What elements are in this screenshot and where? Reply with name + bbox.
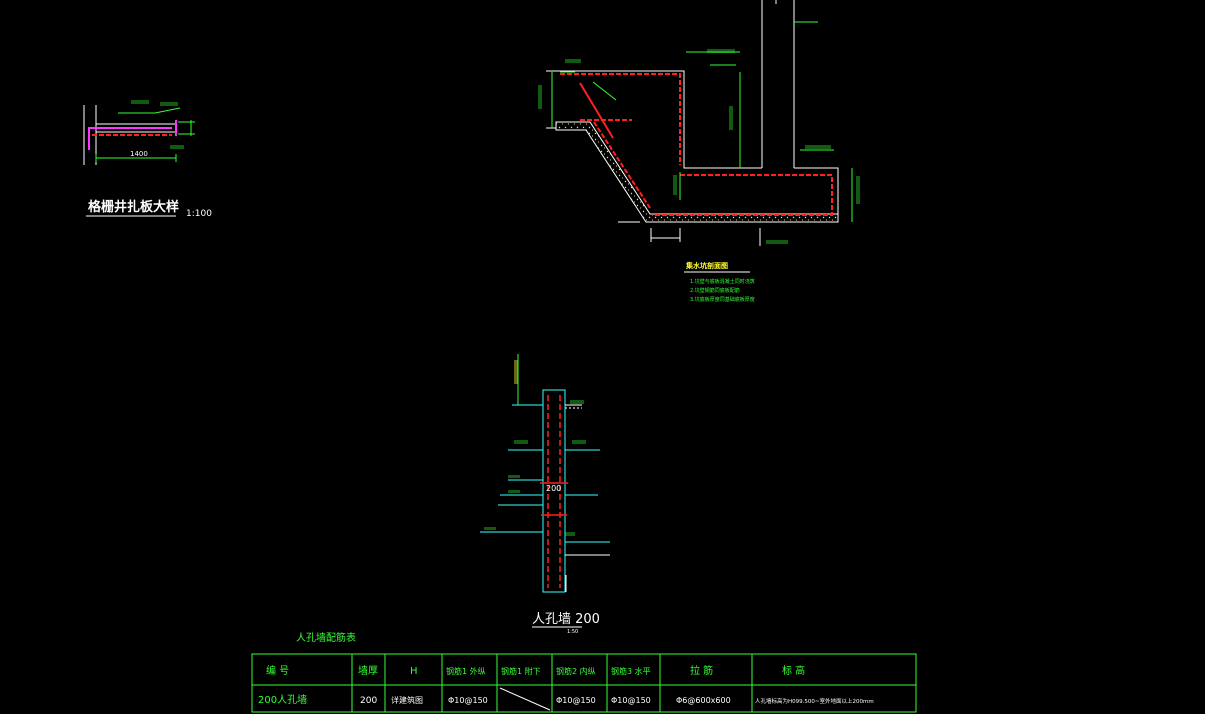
annotation-mark <box>707 49 735 53</box>
sump-note-2: 2.坑壁钢筋同底板配筋 <box>690 287 740 294</box>
annotation-mark <box>514 360 518 384</box>
manhole-section-title: 人孔墙 200 <box>532 612 600 627</box>
table-header-cell: 墙厚 <box>358 664 378 677</box>
annotation-mark <box>170 145 184 149</box>
table-header-cell: 钢筋1 附下 <box>501 666 541 676</box>
sump-notes-title: 集水坑剖面图 <box>685 261 728 270</box>
table-header-cell: 钢筋3 水平 <box>611 666 651 676</box>
rebar-line <box>579 82 614 139</box>
concrete-layer <box>555 121 839 223</box>
rebar-line <box>652 174 833 216</box>
sump-outline <box>546 70 762 169</box>
annotation-mark <box>131 100 149 104</box>
rebar-schedule: 人孔墙配筋表 编 号 墙厚 H 钢筋1 外纵 钢筋1 附下 钢筋2 内纵 钢筋3… <box>251 631 917 713</box>
annotation-mark <box>484 527 496 530</box>
annotation-mark <box>508 490 520 493</box>
table-cell: 人孔墙标高为H099.500~室外地面以上200mm <box>755 697 874 705</box>
table-cell: Φ6@600x600 <box>676 696 731 705</box>
annotation-mark <box>805 145 831 149</box>
grating-dim-width: 1400 <box>130 150 148 158</box>
annotation-mark <box>514 440 528 444</box>
annotation-mark <box>572 440 586 444</box>
sump-section: 集水坑剖面图 1.坑壁与底板混凝土同时浇筑 2.坑壁钢筋同底板配筋 3.坑底板厚… <box>538 0 860 303</box>
table-cell: Φ10@150 <box>556 696 596 705</box>
annotation-mark <box>570 400 584 404</box>
annotation-mark <box>856 176 860 204</box>
annotation-mark <box>565 59 581 63</box>
annotation-mark <box>160 102 178 106</box>
table-header-cell: 钢筋2 内纵 <box>556 666 596 676</box>
leader-line <box>592 81 617 101</box>
rebar-line <box>88 127 172 150</box>
manhole-section-scale: 1:50 <box>567 629 578 635</box>
wall-outline <box>542 389 566 593</box>
annotation-mark <box>673 175 677 195</box>
manhole-wall-section: 200 人孔墙 200 1:50 <box>480 354 610 635</box>
rebar-line <box>560 73 681 165</box>
annotation-mark <box>538 85 542 109</box>
empty-cell-slash <box>499 687 551 711</box>
table-header-cell: 拉 筋 <box>690 664 713 677</box>
annotation-mark <box>729 106 733 130</box>
sump-note-3: 3.坑底板厚度同基础底板厚度 <box>690 296 755 303</box>
table-header-cell: 编 号 <box>266 664 289 677</box>
sump-note-1: 1.坑壁与底板混凝土同时浇筑 <box>690 278 755 285</box>
table-border <box>251 653 917 713</box>
rebar-line <box>593 121 651 209</box>
table-header-cell: 标 高 <box>782 664 805 677</box>
table-cell: 200 <box>360 696 377 706</box>
table-header-cell: 钢筋1 外纵 <box>446 666 486 676</box>
table-header-cell: H <box>410 666 418 677</box>
annotation-mark <box>766 240 788 244</box>
grating-detail: 1400 格栅井扎板大样 1:100 <box>83 100 212 219</box>
table-cell: 200人孔墙 <box>258 693 307 706</box>
grating-detail-scale: 1:100 <box>186 209 212 219</box>
rebar-table-title: 人孔墙配筋表 <box>296 631 356 644</box>
wall-thickness-label: 200 <box>546 484 561 493</box>
grating-detail-title: 格栅井扎板大样 <box>88 199 179 215</box>
leader-line <box>154 107 181 114</box>
table-cell: Φ10@150 <box>448 696 488 705</box>
annotation-mark <box>565 532 575 536</box>
table-cell: 详建筑图 <box>391 695 423 705</box>
table-cell: Φ10@150 <box>611 696 651 705</box>
annotation-mark <box>508 475 520 478</box>
